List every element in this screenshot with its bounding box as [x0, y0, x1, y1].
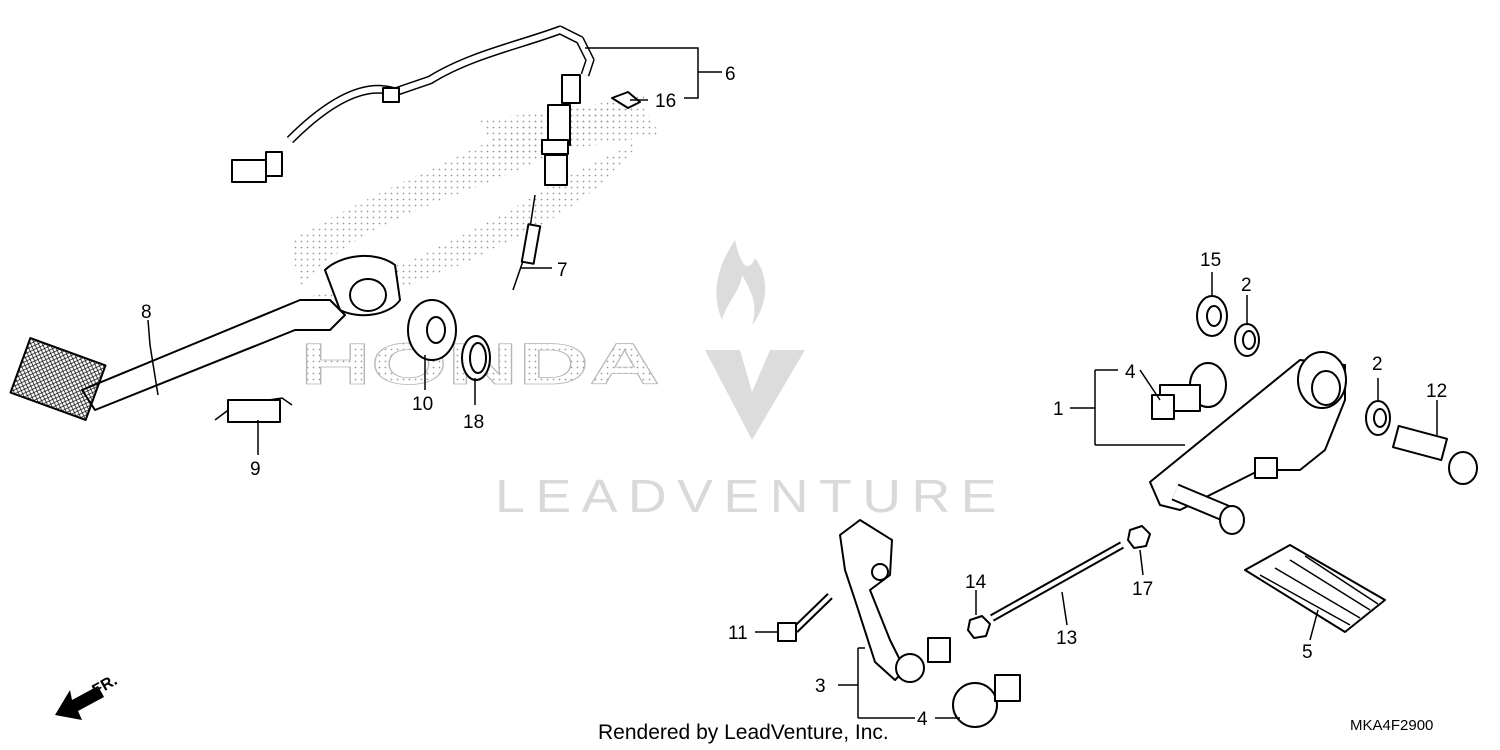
pivot-bolt-12: [1392, 424, 1478, 485]
rod-end-4b: [952, 674, 1021, 728]
leader-lines: [147, 47, 1438, 719]
gearshift-arm-1: [1149, 351, 1347, 535]
clip-16: [611, 91, 641, 109]
callout-2-secondary: 2: [1372, 354, 1383, 375]
front-direction-arrow-icon: [55, 686, 104, 720]
callout-8: 8: [141, 302, 152, 323]
callout-4-secondary: 4: [917, 709, 928, 730]
callout-7: 7: [557, 260, 568, 281]
callout-6: 6: [725, 64, 736, 85]
callout-10: 10: [412, 394, 433, 415]
spring-7: [512, 194, 542, 291]
callout-15: 15: [1200, 250, 1221, 271]
callout-3: 3: [815, 676, 826, 697]
washer-10: [407, 299, 457, 361]
callout-9: 9: [250, 459, 261, 480]
diagram-code: MKA4F2900: [1350, 717, 1433, 734]
nut-17: [1127, 525, 1151, 549]
callout-11: 11: [728, 623, 748, 644]
callout-1: 1: [1053, 399, 1064, 420]
snap-ring-18: [461, 335, 491, 381]
brake-light-switch-assembly: [231, 25, 595, 186]
nut-14: [967, 615, 991, 639]
brake-pedal-8: [9, 254, 401, 421]
callout-16: 16: [655, 91, 676, 112]
bushing-2b: [1365, 400, 1391, 436]
watermark-text: LEADVENTURE: [495, 470, 1007, 522]
shift-rubber-5: [1244, 544, 1386, 633]
callout-14: 14: [965, 572, 987, 593]
callout-12: 12: [1426, 381, 1447, 402]
callout-2: 2: [1241, 275, 1252, 296]
callout-5: 5: [1302, 642, 1313, 663]
bolt-11: [777, 593, 833, 642]
rod-end-4a: [1151, 362, 1227, 420]
leadventure-logo-icon: [705, 240, 805, 440]
callout-4: 4: [1125, 362, 1136, 383]
return-spring-9: [214, 397, 293, 423]
callout-18: 18: [463, 412, 484, 433]
washer-15: [1196, 295, 1228, 337]
bushing-2a: [1234, 323, 1260, 357]
callout-17: 17: [1132, 579, 1153, 600]
rendered-by-credit: Rendered by LeadVenture, Inc.: [598, 721, 889, 744]
shift-lever-3: [839, 519, 951, 683]
callout-13: 13: [1056, 628, 1077, 649]
tie-rod-13: [990, 541, 1124, 622]
